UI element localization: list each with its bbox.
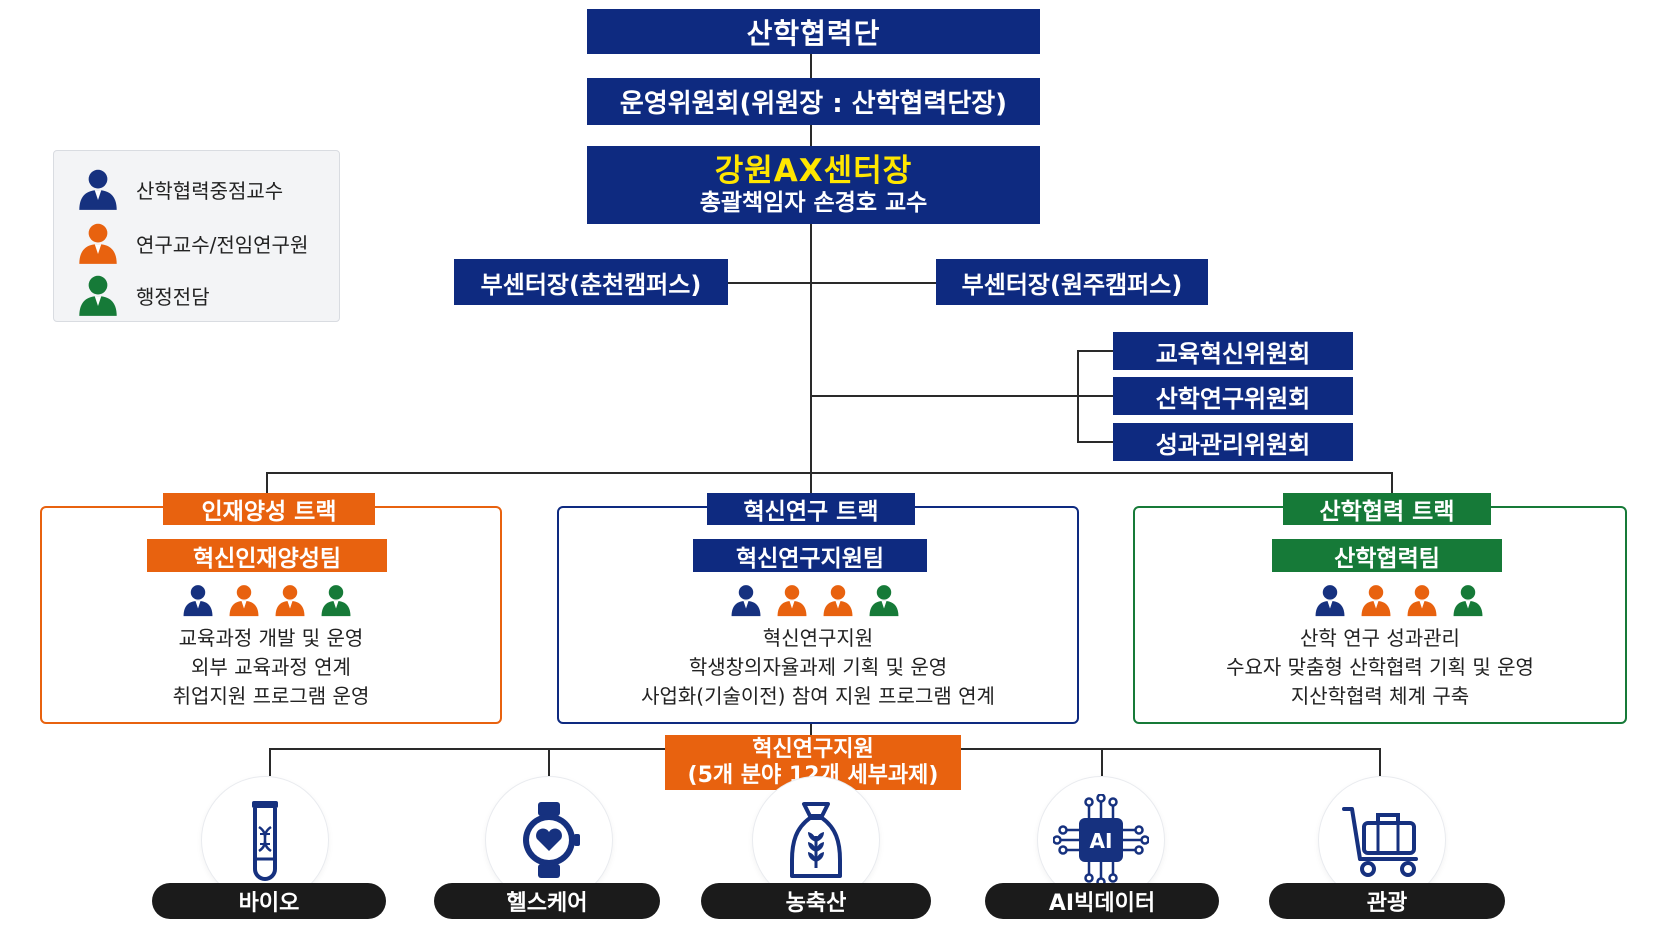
person-orange-icon <box>777 585 807 617</box>
vice-director-left-box: 부센터장(춘천캠퍼스) <box>454 259 728 305</box>
director-name: 총괄책임자 손경호 교수 <box>699 189 928 216</box>
person-orange-icon <box>1407 585 1437 617</box>
track-left-drop <box>266 472 268 494</box>
committee-performance-box: 성과관리위원회 <box>1113 423 1353 461</box>
field-ai-label: AI빅데이터 <box>1048 891 1156 916</box>
committee-education-label: 교육혁신위원회 <box>1155 339 1311 368</box>
committee-tick-3 <box>1077 441 1113 443</box>
field-agriculture-pill: 농축산 <box>701 883 931 919</box>
person-navy-icon <box>79 169 117 210</box>
task-item: 수요자 맞춤형 산학협력 기획 및 운영 <box>1226 655 1534 679</box>
smartwatch-heart-icon <box>523 802 580 878</box>
task-item: 외부 교육과정 연계 <box>191 655 351 679</box>
person-orange-icon <box>229 585 259 617</box>
team-industry-tasks: 산학 연구 성과관리 수요자 맞춤형 산학협력 기획 및 운영 지산학협력 체계… <box>1133 624 1627 711</box>
vice-director-right-box: 부센터장(원주캠퍼스) <box>936 259 1208 305</box>
field-tourism-pill: 관광 <box>1269 883 1505 919</box>
field-drop-2 <box>548 748 550 776</box>
task-item: 지산학협력 체계 구축 <box>1290 684 1470 708</box>
vice-connector-line <box>728 282 936 284</box>
team-talent-members <box>181 583 353 617</box>
field-bio-circle <box>201 776 329 904</box>
committee-connector-line <box>810 395 1078 397</box>
field-healthcare-circle <box>485 776 613 904</box>
field-healthcare-pill: 헬스케어 <box>434 883 660 919</box>
person-green-icon <box>321 585 351 617</box>
task-item: 혁신연구지원 <box>762 626 874 650</box>
field-tourism-label: 관광 <box>1366 891 1408 916</box>
field-drop-1 <box>269 748 271 776</box>
test-tube-dna-icon <box>252 801 278 881</box>
task-item: 교육과정 개발 및 운영 <box>178 626 364 650</box>
org-box: 산학협력단 <box>587 9 1040 54</box>
person-green-icon <box>1453 585 1483 617</box>
vice-director-right-label: 부센터장(원주캠퍼스) <box>961 270 1183 299</box>
committee-performance-label: 성과관리위원회 <box>1155 430 1311 459</box>
team-research-members <box>729 583 901 617</box>
legend-label-researcher: 연구교수/전임연구원 <box>136 232 309 257</box>
team-talent-label: 혁신인재양성팀 <box>147 539 387 572</box>
legend-label-professor: 산학협력중점교수 <box>136 178 284 203</box>
steering-committee-label: 운영위원회(위원장 : 산학협력단장) <box>619 89 1008 119</box>
legend-item-admin: 행정전담 <box>76 273 210 317</box>
svg-text:AI: AI <box>1090 829 1113 853</box>
legend-label-admin: 행정전담 <box>136 284 210 309</box>
team-industry-members <box>1313 583 1485 617</box>
person-green-icon <box>869 585 899 617</box>
legend-item-researcher: 연구교수/전임연구원 <box>76 221 308 265</box>
committee-tick-2 <box>1077 395 1113 397</box>
track-talent-label: 인재양성 트랙 <box>163 493 375 525</box>
field-drop-5 <box>1379 748 1381 776</box>
luggage-cart-icon <box>1342 807 1418 877</box>
track-right-drop <box>1391 472 1393 494</box>
legend-item-professor: 산학협력중점교수 <box>76 167 283 211</box>
grain-sack-icon <box>790 802 842 878</box>
field-drop-4 <box>1101 748 1103 776</box>
field-ai-circle: AI <box>1037 776 1165 904</box>
person-navy-icon <box>1315 585 1345 617</box>
person-green-icon <box>79 275 117 316</box>
director-box: 강원AX센터장 총괄책임자 손경호 교수 <box>587 146 1040 224</box>
team-talent-tasks: 교육과정 개발 및 운영 외부 교육과정 연계 취업지원 프로그램 운영 <box>40 624 502 711</box>
vice-director-left-label: 부센터장(춘천캠퍼스) <box>480 270 702 299</box>
steering-committee-box: 운영위원회(위원장 : 산학협력단장) <box>587 78 1040 125</box>
task-item: 사업화(기술이전) 참여 지원 프로그램 연계 <box>641 684 995 708</box>
field-bio-pill: 바이오 <box>152 883 386 919</box>
field-healthcare-label: 헬스케어 <box>506 891 588 916</box>
committee-tick-1 <box>1077 350 1113 352</box>
track-industry-label: 산학협력 트랙 <box>1283 493 1491 525</box>
research-support-title: 혁신연구지원 <box>752 737 874 763</box>
org-committee-line <box>810 54 812 78</box>
person-orange-icon <box>823 585 853 617</box>
support-up-line <box>810 722 812 736</box>
legend: 산학협력중점교수 연구교수/전임연구원 행정전담 <box>53 150 340 322</box>
field-tourism-circle <box>1318 776 1446 904</box>
committee-research-label: 산학연구위원회 <box>1155 384 1311 413</box>
team-research-label: 혁신연구지원팀 <box>693 539 927 572</box>
org-label: 산학협력단 <box>746 16 881 50</box>
track-research-label: 혁신연구 트랙 <box>707 493 915 525</box>
field-agriculture-circle <box>752 776 880 904</box>
trunk-line <box>810 54 812 472</box>
team-industry-label: 산학협력팀 <box>1272 539 1502 572</box>
director-title: 강원AX센터장 <box>714 152 913 189</box>
task-item: 취업지원 프로그램 운영 <box>172 684 370 708</box>
task-item: 산학 연구 성과관리 <box>1300 626 1460 650</box>
field-ai-pill: AI빅데이터 <box>985 883 1219 919</box>
field-bio-label: 바이오 <box>238 891 300 916</box>
committee-research-box: 산학연구위원회 <box>1113 377 1353 415</box>
team-research-tasks: 혁신연구지원 학생창의자율과제 기획 및 운영 사업화(기술이전) 참여 지원 … <box>557 624 1079 711</box>
person-navy-icon <box>183 585 213 617</box>
field-agriculture-label: 농축산 <box>785 891 847 916</box>
person-orange-icon <box>275 585 305 617</box>
ai-chip-icon: AI <box>1053 794 1149 886</box>
person-navy-icon <box>731 585 761 617</box>
person-orange-icon <box>79 223 117 264</box>
track-horizontal-line <box>266 472 1393 474</box>
track-center-drop <box>810 472 812 494</box>
task-item: 학생창의자율과제 기획 및 운영 <box>688 655 948 679</box>
person-orange-icon <box>1361 585 1391 617</box>
committee-education-box: 교육혁신위원회 <box>1113 332 1353 370</box>
